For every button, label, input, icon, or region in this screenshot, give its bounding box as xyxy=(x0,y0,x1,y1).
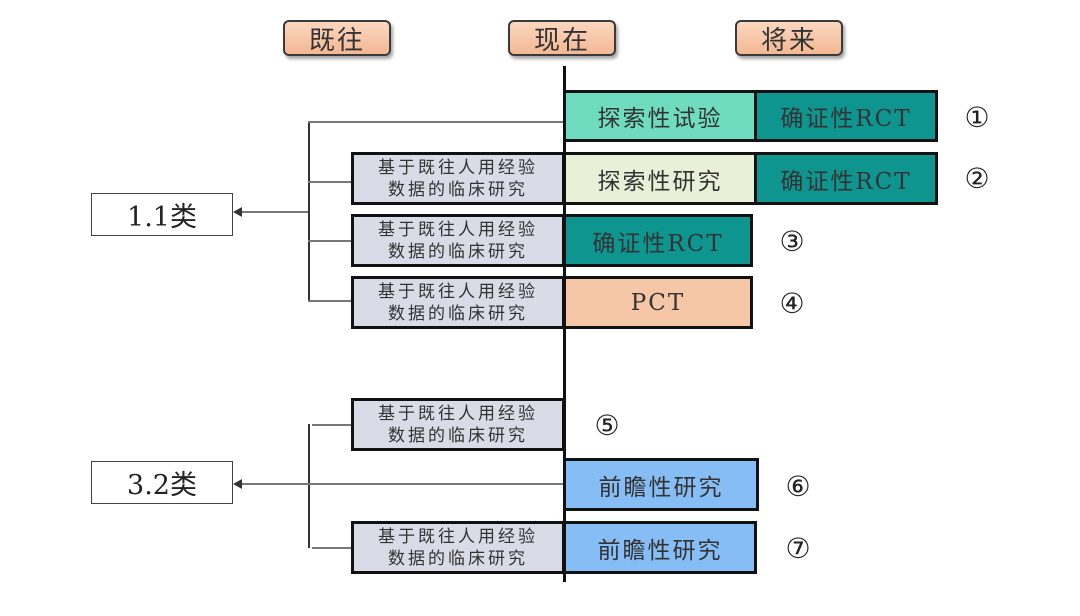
pathway-4-number: ④ xyxy=(770,281,814,325)
connector-pathway-1 xyxy=(308,121,563,123)
connector-pathway-7 xyxy=(312,547,352,549)
pathway-2-number: ② xyxy=(955,156,999,200)
historical-line-2: 数据的临床研究 xyxy=(388,303,528,324)
arrow-3-2-head-icon xyxy=(233,479,242,489)
historical-line-1: 基于既往人用经验 xyxy=(378,526,538,547)
historical-line-1: 基于既往人用经验 xyxy=(378,219,538,240)
phase-future-text: 将来 xyxy=(760,25,817,56)
number-text: ⑤ xyxy=(594,408,620,442)
historical-study-box-4: 基于既往人用经验 数据的临床研究 xyxy=(351,276,565,329)
phase-future-label: 将来 xyxy=(735,20,843,56)
stage-text: 确证性RCT xyxy=(592,230,724,257)
pathway-1-confirmatory-rct: 确证性RCT xyxy=(754,90,938,142)
historical-study-box-2: 基于既往人用经验 数据的临床研究 xyxy=(351,152,565,205)
bracket-3-2-vertical xyxy=(308,424,310,548)
stage-text: 前瞻性研究 xyxy=(598,474,724,501)
pathway-3-number: ③ xyxy=(770,219,814,263)
pathway-3-confirmatory-rct: 确证性RCT xyxy=(563,214,753,267)
pathway-5-number: ⑤ xyxy=(585,403,629,447)
stage-text: 确证性RCT xyxy=(780,168,912,195)
category-1-1-text: 1.1类 xyxy=(127,202,197,233)
number-text: ③ xyxy=(779,224,805,258)
number-text: ④ xyxy=(779,286,805,320)
category-1-1-box: 1.1类 xyxy=(91,193,233,236)
connector-pathway-3 xyxy=(308,240,352,242)
stage-text: 探索性研究 xyxy=(597,168,723,195)
historical-line-1: 基于既往人用经验 xyxy=(378,157,538,178)
historical-line-2: 数据的临床研究 xyxy=(388,179,528,200)
pathway-6-number: ⑥ xyxy=(776,464,820,508)
historical-line-2: 数据的临床研究 xyxy=(388,241,528,262)
stage-text: 前瞻性研究 xyxy=(597,537,723,564)
pathway-1-exploratory-trial: 探索性试验 xyxy=(563,90,757,142)
stage-text: 确证性RCT xyxy=(780,106,912,132)
category-3-2-box: 3.2类 xyxy=(91,461,233,504)
historical-line-1: 基于既往人用经验 xyxy=(378,403,538,424)
connector-pathway-2 xyxy=(308,181,352,183)
pathway-7-prospective-study: 前瞻性研究 xyxy=(563,521,757,574)
number-text: ⑦ xyxy=(785,531,811,565)
historical-line-1: 基于既往人用经验 xyxy=(378,281,538,302)
pathway-1-number: ① xyxy=(955,95,999,139)
arrow-1-1-line xyxy=(240,211,308,213)
stage-text: 探索性试验 xyxy=(597,106,723,132)
connector-pathway-4 xyxy=(308,300,352,302)
phase-present-label: 现在 xyxy=(508,20,616,56)
category-3-2-text: 3.2类 xyxy=(127,470,197,501)
pathway-6-prospective-study: 前瞻性研究 xyxy=(563,458,759,511)
bracket-1-1-vertical xyxy=(308,121,310,301)
pathway-2-exploratory-study: 探索性研究 xyxy=(563,152,757,205)
historical-line-2: 数据的临床研究 xyxy=(388,548,528,569)
connector-pathway-6 xyxy=(240,483,563,485)
connector-pathway-5 xyxy=(312,424,352,426)
pathway-4-pct: PCT xyxy=(563,276,753,329)
historical-study-box-7: 基于既往人用经验 数据的临床研究 xyxy=(351,521,565,574)
phase-past-label: 既往 xyxy=(283,20,391,56)
pathway-7-number: ⑦ xyxy=(776,526,820,570)
historical-study-box-5: 基于既往人用经验 数据的临床研究 xyxy=(351,398,565,451)
phase-past-text: 既往 xyxy=(308,25,365,56)
arrow-1-1-head-icon xyxy=(233,207,242,217)
number-text: ⑥ xyxy=(785,469,811,503)
number-text: ② xyxy=(964,161,990,195)
phase-present-text: 现在 xyxy=(533,25,590,56)
stage-text: PCT xyxy=(630,289,686,316)
historical-study-box-3: 基于既往人用经验 数据的临床研究 xyxy=(351,214,565,267)
pathway-2-confirmatory-rct: 确证性RCT xyxy=(754,152,938,205)
number-text: ① xyxy=(964,100,990,134)
historical-line-2: 数据的临床研究 xyxy=(388,425,528,446)
